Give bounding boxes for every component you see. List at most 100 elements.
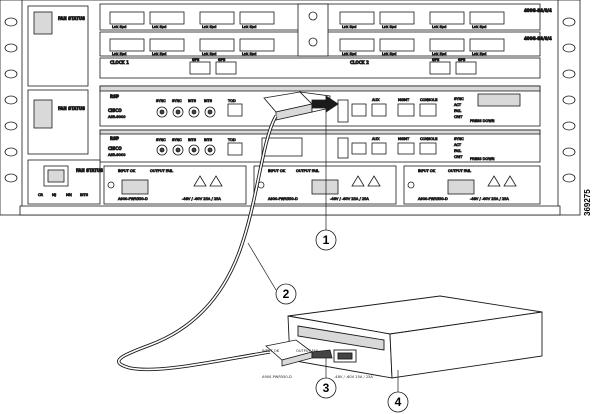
callout-4: 4 [387,391,409,413]
clock-card-label-2: CLOCK 2 [350,60,369,65]
device-label-3: A900-PWR550-D [262,375,292,379]
chassis-bottom-rail [19,205,561,216]
rsp-2-port-1: SYNC [156,138,166,142]
console-cable [117,115,278,372]
alarm-cr: CR [38,193,44,197]
sfp-port-label: Lnk Spd [342,25,356,29]
sfp-port [239,38,275,52]
rsp-2-port-2: SYNC [172,138,182,142]
clock-port-2: GPS [218,58,226,62]
power-module-3: INPUT OK OUTPUT FAIL A900-PWR550-D -48V … [403,165,541,205]
rsp-2-port-4: BITS [204,138,213,142]
device-label-4: -48V / -60V 25A / 25A [334,375,373,379]
rsp-1-port-1: SYNC [156,99,166,103]
pm-1-output: OUTPUT FAIL [150,169,173,173]
callout-3-number: 3 [323,381,330,395]
sfp-port-label: Lnk Spd [382,25,396,29]
rsp-1-bnc-ports [156,106,216,118]
rsp-2-bnc-ports [156,144,216,156]
sfp-port-label: Lnk Spd [472,52,486,56]
callout-1-number: 1 [323,233,330,247]
sfp-port [109,11,145,25]
rsp-1-label: RSP [110,94,119,99]
rsp-1-aux-label: AUX [372,98,380,102]
sfp-port [339,11,375,25]
callout-1: 1 [315,229,337,251]
fan-status-label-2: FAN STATUS [58,106,85,111]
rsp-2-status-1: SYNC [454,137,464,141]
rsp-1-port-3: BITS [188,99,197,103]
rsp-2-status-3: FAIL [454,149,461,153]
rsp-1-port-2: SYNC [172,99,182,103]
rsp-1-led-label: PRESS DOWN [470,119,495,123]
rsp-2-label: RSP [110,136,119,141]
rsp-2-status-2: ACT [454,143,462,147]
rsp-1-status-3: FAIL [454,109,461,113]
rsp-2-port-3: BITS [188,138,197,142]
sfp-port [429,11,465,25]
rsp-2-aux-label: AUX [372,137,380,141]
sfp-port-label: Lnk Spd [242,25,256,29]
rsp-card-2: RSP CISCO ASR-9000 SYNC SYNC BITS BITS T… [99,129,541,163]
device-module-labels: INPUT OK OUTPUT FAIL A900-PWR550-D -48V … [262,349,373,379]
sfp-port-label: Lnk Spd [472,25,486,29]
pm-3-label: A900-PWR550-D [418,197,448,201]
sfp-port [239,11,275,25]
sfp-port-label: Lnk Spd [202,52,216,56]
rsp-2-led-label: PRESS DOWN [470,157,495,161]
rsp-2-status-4: CRIT [454,155,463,159]
power-module-1: INPUT OK OUTPUT FAIL A900-PWR550-D -48V … [103,165,247,205]
sfp-port [469,11,505,25]
pm-2-output: OUTPUT FAIL [296,169,319,173]
alarm-bits: BITS [80,193,89,197]
line-card-2-label: 400G-SA/8/4 [524,36,552,41]
power-module-2: INPUT OK OUTPUT FAIL A900-PWR550-D -48V … [253,165,397,205]
device-console-plug [265,339,333,367]
sfp-port [109,38,145,52]
pm-1-label: A900-PWR550-D [118,197,148,201]
sfp-port [199,38,235,52]
center-screw-bottom [308,37,318,47]
line-card-1-label: 400G-SA/8/4 [524,8,552,13]
sfp-port [429,38,465,52]
pm-1-rating: -48V / -60V 25A / 25A [182,197,221,201]
sfp-port-label: Lnk Spd [242,52,256,56]
fan-tray-left: FAN STATUS FAN STATUS [27,5,89,155]
sfp-port [339,38,375,52]
figure-id: 369275 [583,189,592,216]
sfp-port-label: Lnk Spd [152,25,166,29]
rsp-2-brand: CISCO [108,146,122,151]
rsp-2-tod-label: TOD [227,138,236,142]
pm-3-input: INPUT OK [418,169,436,173]
rsp-2-mgmt-label: MGMT [398,137,410,141]
device-label-1: INPUT OK [262,349,280,353]
external-device [287,295,543,379]
alarm-panel-label: FAN STATUS [76,168,103,173]
pm-3-rating: -48V / -60V 25A / 25A [470,197,509,201]
alarm-panel: FAN STATUS CR MJ MN BITS [27,159,104,205]
pm-2-input: INPUT OK [268,169,286,173]
rsp-1-status-4: CRIT [454,115,463,119]
rsp-2-console-label: CONSOLE [420,137,438,141]
callout-3: 3 [315,377,337,399]
alarm-mj: MJ [52,193,56,197]
rsp-2-model: ASR-9000 [108,153,126,157]
clock-port-1: GPS [192,58,200,62]
sfp-port [379,38,415,52]
alarm-mn: MN [66,193,72,197]
rsp-1-status-1: SYNC [454,97,464,101]
rsp-console-plug [263,91,339,121]
rack-ear-right [557,0,581,216]
rsp-card-1: RSP CISCO ASR-9000 SYNC SYNC BITS BITS T… [99,85,541,127]
clock-card-label: CLOCK 1 [110,60,129,65]
rsp-1-tod-label: TOD [227,99,236,103]
rsp-1-model: ASR-9000 [108,115,126,119]
router-chassis: FAN STATUS FAN STATUS 400G-SA/8/4 400G-S… [0,0,581,216]
sfp-port-label: Lnk Spd [432,25,446,29]
sfp-port-label: Lnk Spd [202,25,216,29]
sfp-port-label: Lnk Spd [432,52,446,56]
sfp-port-label: Lnk Spd [112,52,126,56]
callout-2-number: 2 [283,287,290,301]
